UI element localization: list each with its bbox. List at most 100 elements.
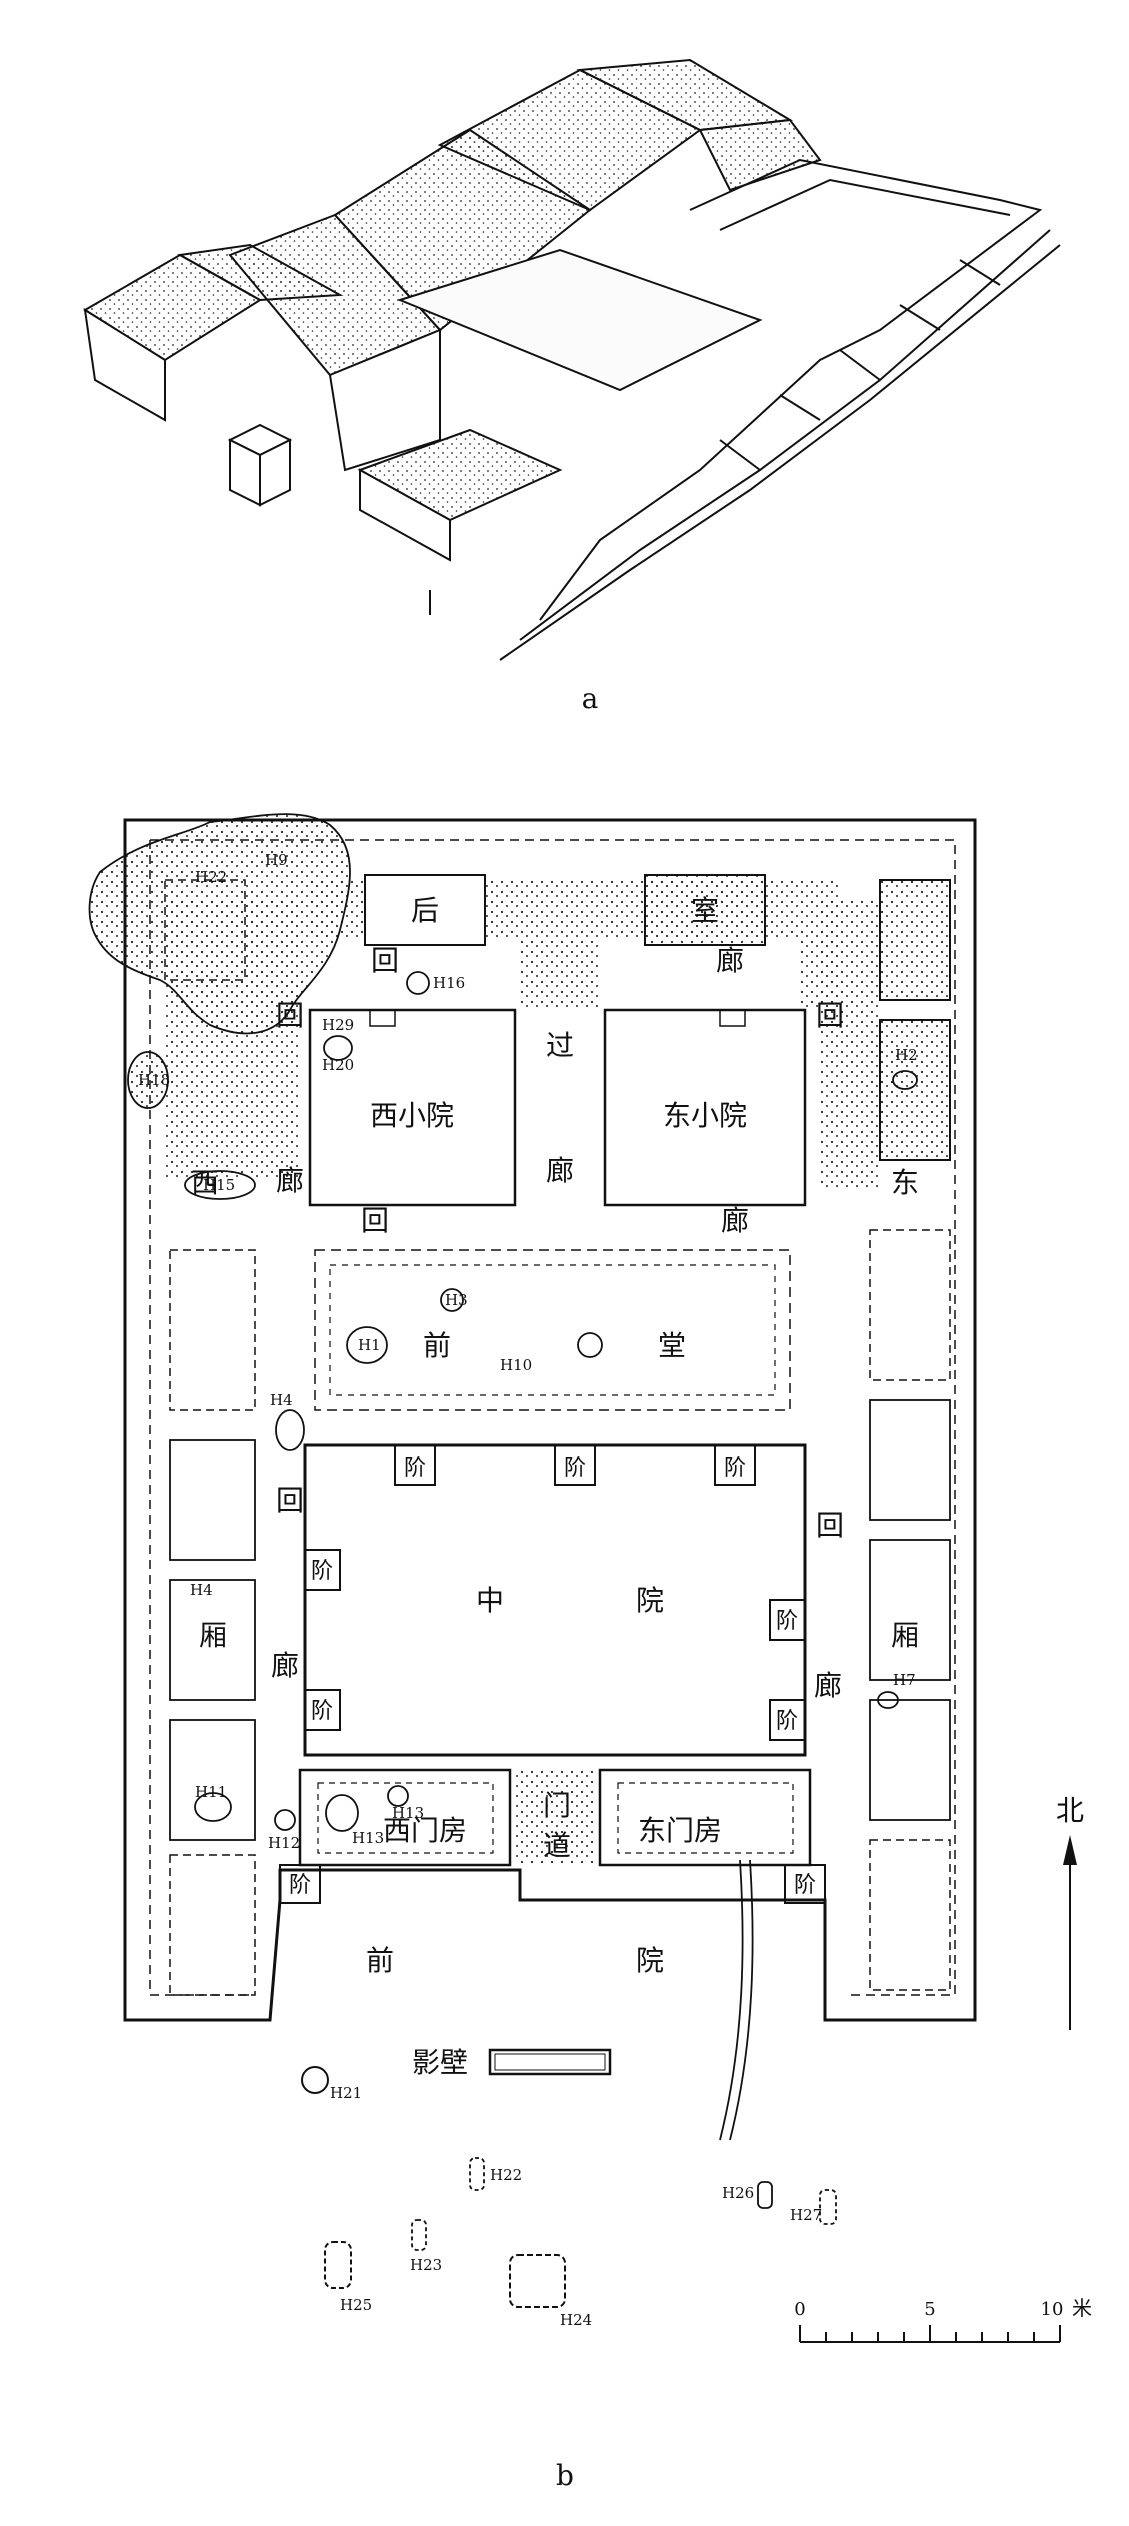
pit-label-H22b: H22 <box>490 2166 522 2184</box>
pit-H27-shape <box>819 2189 837 2225</box>
label-step-sw: 阶 <box>289 1873 311 1898</box>
outer-wall <box>123 818 977 2022</box>
label-corridor-lang-4: 廊 <box>271 1649 299 1682</box>
label-wing-east: 厢 <box>891 1619 919 1652</box>
pit-label-H13b: H13 <box>392 1804 424 1822</box>
step-n3 <box>714 1444 756 1486</box>
site-plan: 后 室 西小院 东小院 过 廊 前 堂 中 院 西门房 东门房 门 道 前 院 … <box>88 813 1092 2492</box>
east-room-5 <box>869 1839 951 1991</box>
pit-label-H26: H26 <box>722 2184 754 2202</box>
pit-H6-shape <box>577 1332 603 1358</box>
west-room-5 <box>169 1719 256 1841</box>
step-w2 <box>304 1689 341 1731</box>
step-w1 <box>304 1549 341 1591</box>
pit-H24-shape <box>509 2254 566 2308</box>
label-corridor-lang-1: 廊 <box>716 944 744 977</box>
west-room-2 <box>169 1249 256 1411</box>
pit-H7-shape <box>877 1691 899 1709</box>
label-step-n2: 阶 <box>564 1456 586 1481</box>
label-passage-1: 过 <box>546 1029 574 1062</box>
pit-label-H18: H18 <box>138 1071 170 1089</box>
ne-room-1 <box>879 879 951 1001</box>
label-east: 东 <box>891 1166 919 1199</box>
axonometric-panel: a <box>0 0 1129 740</box>
panel-a-caption: a <box>582 682 599 715</box>
pit-H11-shape <box>194 1792 232 1822</box>
east-small-yard <box>603 1008 807 1207</box>
label-corridor-lang-5: 廊 <box>814 1669 842 1702</box>
pit-label-H20: H20 <box>322 1056 354 1074</box>
east-room-4 <box>869 1699 951 1821</box>
pit-label-H1: H1 <box>358 1336 381 1354</box>
label-gate-2: 道 <box>543 1829 571 1862</box>
label-step-se: 阶 <box>794 1873 816 1898</box>
label-east-gatehouse: 东门房 <box>638 1814 722 1847</box>
axonometric-drawing: a <box>83 58 1061 715</box>
pit-label-H3: H3 <box>445 1291 468 1309</box>
label-passage-2: 廊 <box>546 1154 574 1187</box>
ne-room-2 <box>879 1019 951 1161</box>
back-room-east <box>644 874 766 946</box>
pit-label-H21: H21 <box>330 2084 362 2102</box>
pit-H16-shape <box>406 971 430 995</box>
label-step-e2: 阶 <box>776 1709 798 1734</box>
pit-label-H10: H10 <box>500 1356 532 1374</box>
label-back-room-2: 室 <box>691 894 719 927</box>
gate-passage <box>515 1770 595 1865</box>
label-middle-yard-1: 中 <box>476 1584 504 1617</box>
screen-wall <box>488 2048 612 2076</box>
west-room-3 <box>169 1439 256 1561</box>
pit-label-H9: H9 <box>265 851 288 869</box>
pit-label-H25: H25 <box>340 2296 372 2314</box>
step-e2 <box>769 1699 806 1741</box>
label-corridor-hui-6: 回 <box>816 1509 844 1542</box>
pit-label-H16: H16 <box>433 974 465 992</box>
label-corridor-hui-3: 回 <box>361 1204 389 1237</box>
pit-label-H11: H11 <box>195 1783 227 1801</box>
pit-label-H4b: H4 <box>190 1581 213 1599</box>
west-room-1 <box>164 879 246 981</box>
label-front-yard-2: 院 <box>636 1944 664 1977</box>
label-back-room-1: 后 <box>411 894 439 927</box>
label-middle-yard-2: 院 <box>636 1584 664 1617</box>
label-west-gatehouse: 西门房 <box>383 1814 467 1847</box>
pit-H18-shape <box>127 1051 169 1109</box>
pit-H23-shape <box>411 2219 427 2251</box>
west-room-6 <box>169 1854 256 1996</box>
label-wing-west: 厢 <box>199 1619 227 1652</box>
label-corridor-lang-3: 廊 <box>721 1204 749 1237</box>
pit-H4-shape <box>275 1409 305 1451</box>
pit-label-H15: H15 <box>203 1176 235 1194</box>
panel-b-caption: b <box>556 2459 574 2492</box>
east-gatehouse <box>598 1768 812 1867</box>
pit-label-H12: H12 <box>268 1834 300 1852</box>
label-step-n1: 阶 <box>404 1456 426 1481</box>
pit-label-H13: H13 <box>352 1829 384 1847</box>
step-e1 <box>769 1599 806 1641</box>
label-front-hall-1: 前 <box>423 1329 451 1362</box>
north-arrow: 北 <box>1056 1794 1084 2030</box>
scale-bar <box>799 2325 1061 2343</box>
pit-label-H29: H29 <box>322 1016 354 1034</box>
label-corridor-hui-2: 回 <box>276 999 304 1032</box>
east-room-1 <box>869 1229 951 1381</box>
step-n2 <box>554 1444 596 1486</box>
label-west-small-yard: 西小院 <box>370 1099 454 1132</box>
west-gatehouse <box>298 1768 512 1867</box>
label-corridor-hui-4: 回 <box>276 1484 304 1517</box>
label-front-yard-1: 前 <box>366 1944 394 1977</box>
pit-H12-shape <box>274 1809 296 1831</box>
label-step-w2: 阶 <box>311 1699 333 1724</box>
scale-tick-5: 5 <box>924 2299 935 2320</box>
pit-H2-shape <box>892 1070 918 1090</box>
pit-label-H7: H7 <box>893 1671 916 1689</box>
label-corridor-hui-1: 回 <box>371 944 399 977</box>
label-step-e1: 阶 <box>776 1609 798 1634</box>
scale-tick-0: 0 <box>794 2299 805 2320</box>
pit-H25-shape <box>324 2241 352 2289</box>
label-front-hall-2: 堂 <box>658 1329 686 1362</box>
north-label: 北 <box>1056 1794 1084 1827</box>
pit-H9-outline <box>88 813 351 1035</box>
back-room-west <box>364 874 486 946</box>
label-east-small-yard: 东小院 <box>663 1099 747 1132</box>
